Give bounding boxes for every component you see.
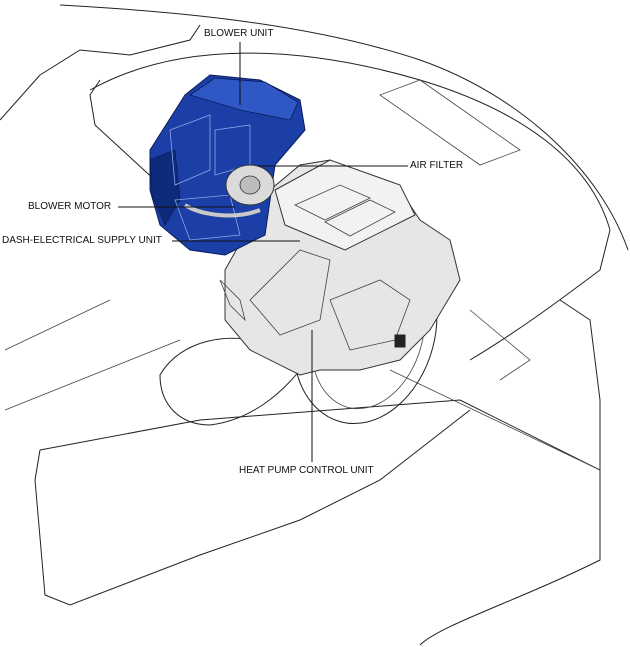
console-outline	[159, 337, 301, 426]
label-dash-electrical-supply-unit: DASH-ELECTRICAL SUPPLY UNIT	[0, 235, 164, 247]
filter-grid-2	[324, 199, 396, 237]
windshield-outline	[59, 4, 629, 251]
label-air-filter: AIR FILTER	[408, 160, 466, 172]
blower-rib-1	[169, 114, 211, 186]
left-lower-line	[4, 299, 111, 351]
air-filter-housing	[274, 159, 416, 251]
case-detail-3	[219, 279, 246, 322]
right-pillar-outline	[559, 299, 601, 470]
control-unit-connector	[394, 334, 406, 348]
left-pillar-outline	[0, 74, 41, 121]
filter-grid-1	[294, 184, 371, 221]
floor-outline	[39, 399, 601, 646]
case-detail-1	[249, 249, 331, 336]
blower-motor-center	[239, 175, 261, 195]
left-lower-line-2	[4, 339, 181, 411]
label-blower-motor: BLOWER MOTOR	[26, 201, 114, 213]
label-heat-pump-control-unit: HEAT PUMP CONTROL UNIT	[237, 465, 376, 477]
blower-motor-flange	[183, 203, 261, 218]
blower-unit-assembly	[149, 74, 306, 256]
floor-left-outline	[34, 409, 471, 606]
label-blower-unit: BLOWER UNIT	[202, 28, 276, 40]
dash-vent-outline	[379, 79, 521, 166]
dashboard-top-outline	[89, 52, 611, 361]
right-dash-edge	[469, 309, 531, 381]
blower-unit-top	[189, 77, 299, 121]
blower-rib-3	[174, 194, 241, 241]
steering-column-line	[389, 369, 601, 471]
left-panel-outline	[39, 24, 201, 76]
hvac-gray-assembly	[219, 159, 461, 376]
case-detail-2	[329, 279, 411, 351]
blower-unit-dark-side	[149, 149, 181, 226]
